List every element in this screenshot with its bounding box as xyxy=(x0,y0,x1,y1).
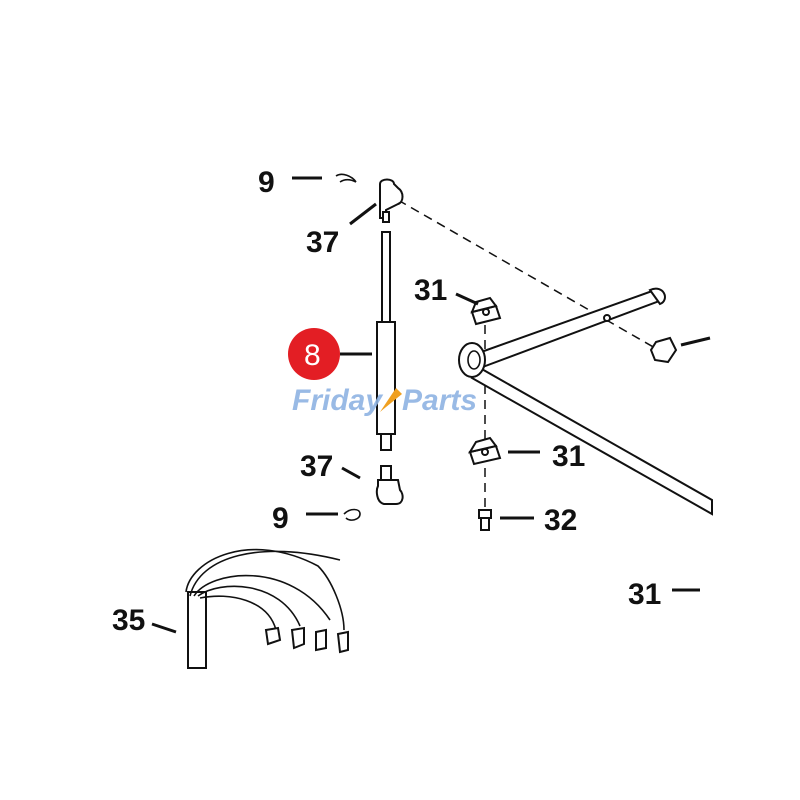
watermark-logo: Friday Parts xyxy=(292,384,477,417)
label-clip-31-top: 31 xyxy=(414,274,447,307)
watermark-text-part2: Parts xyxy=(402,384,477,417)
leader-clip-31-top xyxy=(455,292,479,306)
label-top-37: 37 xyxy=(306,226,339,259)
label-bottom-37: 37 xyxy=(300,450,333,483)
nut-part xyxy=(649,336,711,364)
top-end-fitting xyxy=(379,178,404,223)
watermark-text-part1: Friday xyxy=(292,384,383,417)
label-clip-31-mid: 31 xyxy=(552,440,585,473)
watermark-swoosh-icon xyxy=(380,388,402,412)
wire-harness xyxy=(185,548,349,669)
highlight-badge-8 xyxy=(288,328,340,380)
label-right-31: 31 xyxy=(628,578,661,611)
leader-top-37 xyxy=(349,202,377,226)
clip-9-top xyxy=(335,173,357,183)
leader-bottom-37 xyxy=(341,466,361,480)
label-screw-32: 32 xyxy=(544,504,577,537)
gas-strut xyxy=(376,231,396,451)
screw-part xyxy=(478,509,492,531)
assembly-dashed-line xyxy=(397,199,663,353)
clip-middle xyxy=(467,436,502,466)
bottom-end-fitting xyxy=(375,465,404,505)
label-highlight-8: 8 xyxy=(304,339,321,372)
clip-9-bottom xyxy=(343,508,361,521)
leader-harness-35 xyxy=(151,622,177,634)
label-bottom-9: 9 xyxy=(272,502,289,535)
torsion-bar xyxy=(458,287,713,516)
label-top-9: 9 xyxy=(258,166,275,199)
clip-top xyxy=(470,296,502,326)
label-harness-35: 35 xyxy=(112,604,145,637)
